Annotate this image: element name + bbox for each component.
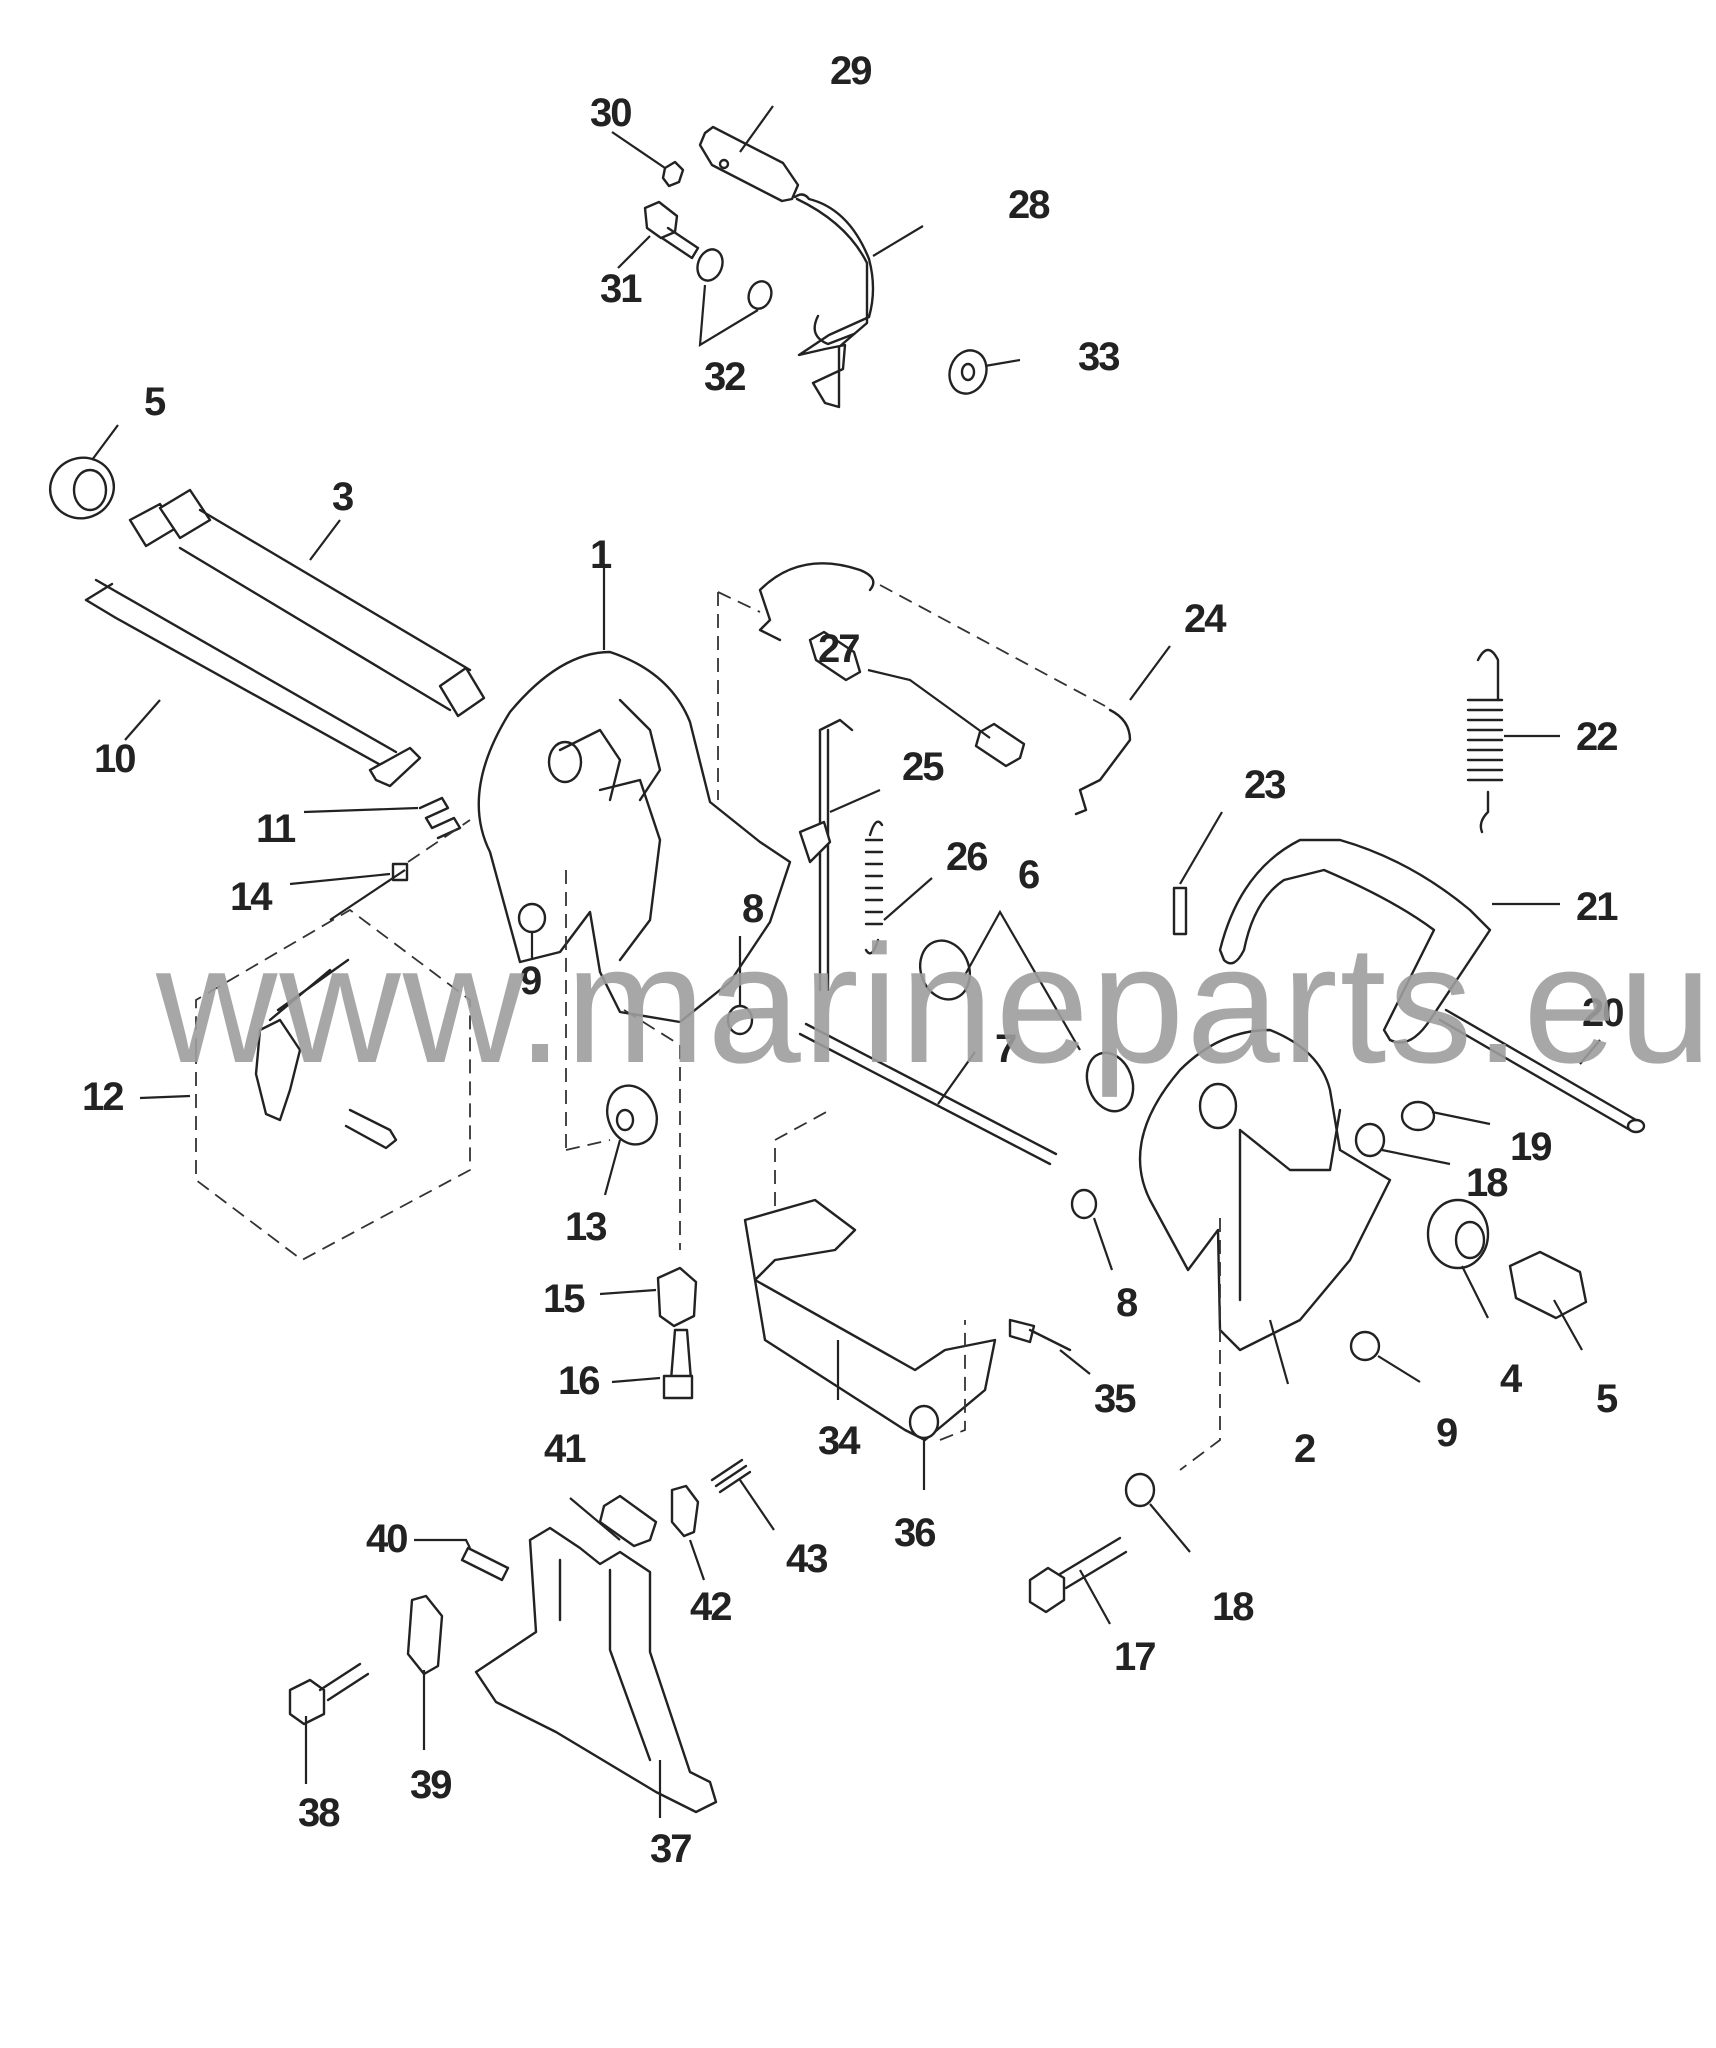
part-39-plate [406,1594,444,1750]
callout-8: 8 [1116,1281,1138,1325]
part-9-nut-right [1349,1330,1421,1383]
callout-11: 11 [256,807,296,851]
callout-4: 4 [1500,1357,1523,1401]
part-18-washer-upper [1354,1122,1451,1166]
part-28-bracket [793,193,924,409]
part-32-nuts [696,248,773,348]
callout-30: 30 [590,91,631,135]
callout-8: 8 [742,887,764,931]
part-5-cap-right [1508,1250,1588,1351]
part-42-clip [670,1484,706,1581]
part-4-nut [1426,1198,1490,1319]
callout-19: 19 [1510,1125,1551,1169]
callout-34: 34 [818,1419,861,1463]
part-35-screw [1008,1318,1091,1375]
callout-26: 26 [946,835,987,879]
callout-16: 16 [558,1359,599,1403]
callout-14: 14 [230,875,273,919]
callout-29: 29 [830,49,871,93]
callout-23: 23 [1244,763,1285,807]
callout-1: 1 [590,533,612,577]
part-8-nut-center [726,936,754,1036]
part-34-bracket [743,1109,997,1442]
callout-39: 39 [410,1763,451,1807]
part-19-nut [1400,1100,1491,1132]
callout-21: 21 [1576,885,1618,929]
part-16-screw [611,1328,694,1400]
callout-43: 43 [786,1537,827,1581]
callout-22: 22 [1576,715,1617,759]
part-40-pin [414,1538,510,1582]
callout-13: 13 [565,1205,606,1249]
callout-40: 40 [366,1517,407,1561]
callout-18: 18 [1212,1585,1254,1629]
callout-17: 17 [1114,1635,1155,1679]
callout-5: 5 [1596,1377,1618,1421]
part-20-rod [1438,1008,1646,1134]
callout-labels: 1 2 3 4 5 5 6 7 8 8 9 9 10 11 12 13 14 1… [82,49,1625,1871]
callout-32: 32 [704,355,745,399]
callout-2: 2 [1294,1427,1315,1471]
callout-6: 6 [1018,853,1039,897]
callout-18: 18 [1466,1161,1508,1205]
part-15-block [599,1266,698,1328]
part-2-bracket [1138,1028,1392,1471]
part-22-spring [1466,648,1560,834]
part-36-washer [908,1320,966,1490]
part-17-bolt [1028,1536,1128,1625]
part-33-washer [948,349,1021,395]
callout-36: 36 [894,1511,935,1555]
part-30-clip [611,131,685,188]
part-7-rod [798,1022,1058,1166]
part-25-rod [798,718,881,992]
callout-9: 9 [520,959,541,1003]
callout-42: 42 [690,1585,731,1629]
part-5-cap-left [49,424,119,520]
callout-38: 38 [298,1791,340,1835]
part-18-washer-lower [1124,1472,1191,1553]
part-41-sleeve [569,1494,658,1548]
callout-15: 15 [543,1277,585,1321]
callout-33: 33 [1078,335,1119,379]
part-11-spring [303,796,462,840]
callout-24: 24 [1184,597,1227,641]
callout-37: 37 [650,1827,691,1871]
part-37-bracket [474,1526,718,1818]
part-13-grommet [603,1084,658,1196]
callout-7: 7 [995,1027,1016,1071]
part-27-ball-joint [808,630,1026,768]
part-43-spring [710,1458,775,1531]
callout-35: 35 [1094,1377,1136,1421]
callout-10: 10 [94,737,135,781]
part-29-plate [698,105,800,203]
callout-3: 3 [332,475,353,519]
part-23-pin [1172,811,1223,936]
part-21-lever [1218,838,1560,1044]
callout-20: 20 [1582,991,1623,1035]
part-8-nut-right [1070,1188,1114,1271]
callout-27: 27 [818,627,859,671]
callout-25: 25 [902,745,944,789]
callout-12: 12 [82,1075,123,1119]
part-26-spring [864,820,933,955]
assembly-guides [565,591,761,1250]
part-10-rod [84,578,422,788]
part-31-bolt [617,200,700,269]
part-9-nut-left [517,902,547,960]
callout-9: 9 [1436,1411,1457,1455]
part-14-key [289,819,471,886]
part-38-bolt [288,1662,370,1784]
part-24-link [758,562,1171,816]
watermark: www.marineparts.eu [155,910,1714,1098]
callout-28: 28 [1008,183,1050,227]
part-12-assembly-box [139,869,471,1262]
callout-5: 5 [144,380,166,424]
part-1-bracket [477,568,792,1024]
callout-41: 41 [544,1427,586,1471]
part-6-bushings [919,909,1135,1113]
part-3-shaft [128,488,486,718]
callout-31: 31 [600,267,642,311]
